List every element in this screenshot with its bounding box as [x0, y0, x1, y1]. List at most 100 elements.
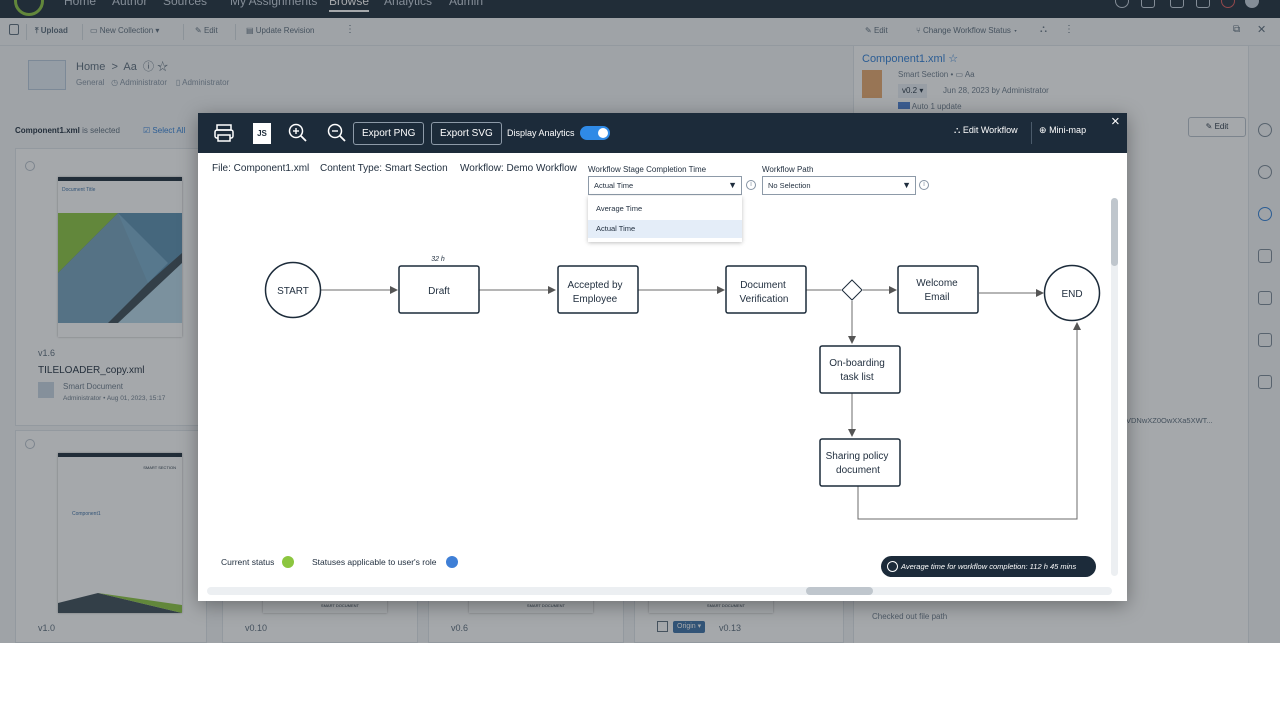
stage-time-info-icon[interactable]: i	[746, 180, 756, 190]
upload-button[interactable]: ⤒ Upload	[35, 26, 68, 35]
vertical-scroll-thumb[interactable]	[1111, 198, 1118, 266]
breadcrumb-current[interactable]: Aa	[123, 61, 137, 73]
welcome-email-node[interactable]: Welcome Email	[897, 265, 979, 314]
current-status-icon	[282, 556, 294, 568]
decision-gateway[interactable]	[841, 279, 863, 301]
breadcrumb-meta: General ◷ Administrator ▯ Administrator	[76, 78, 229, 87]
workflow-icon[interactable]: ⛬	[1040, 24, 1047, 35]
change-workflow-status-button[interactable]: ⑂ Change Workflow Status ▾	[916, 26, 1018, 35]
browse-toolbar: ⤒ Upload ▭ New Collection ▾ ✎ Edit ▤ Upd…	[0, 18, 853, 46]
onboarding-task-list-node[interactable]: On-boarding task list	[819, 345, 901, 394]
sharing-policy-document-node[interactable]: Sharing policy document	[819, 438, 901, 487]
breadcrumb-separator: >	[111, 61, 118, 73]
dropdown-arrow-icon: ▼	[902, 180, 911, 190]
thumbnail-title: Document Title	[62, 187, 96, 193]
print-icon[interactable]	[213, 122, 235, 144]
card-select-checkbox[interactable]	[657, 621, 668, 632]
meta-owner: Administrator	[182, 78, 230, 87]
zoom-in-icon[interactable]	[288, 123, 308, 143]
select-all-button[interactable]: ☑ Select All	[143, 126, 186, 135]
nav-sources[interactable]: Sources	[163, 0, 208, 8]
document-verification-node[interactable]: Document Verification	[725, 265, 807, 314]
option-average-time[interactable]: Average Time	[596, 204, 643, 213]
analytics-icon[interactable]	[1258, 375, 1272, 389]
document-card[interactable]: Document Title v1.6 TILELOADER_copy.xml …	[15, 148, 207, 426]
edit-workflow-button[interactable]: ⛬ Edit Workflow	[954, 125, 1018, 135]
version-select[interactable]: v0.2 ▾	[898, 84, 928, 98]
messages-icon[interactable]	[1196, 0, 1210, 8]
option-actual-time[interactable]: Actual Time	[588, 220, 742, 238]
nav-home[interactable]: Home	[64, 0, 97, 8]
thumbnail-graphic	[58, 593, 182, 613]
card-select-radio[interactable]	[25, 161, 35, 171]
info-icon[interactable]: ⓘ	[143, 61, 155, 73]
display-analytics-toggle[interactable]	[580, 126, 610, 140]
verification-label-line2: Verification	[740, 294, 789, 305]
detail-edit-button[interactable]: ✎ Edit	[865, 26, 888, 35]
card-select-radio[interactable]	[25, 439, 35, 449]
start-node[interactable]: START	[264, 261, 322, 319]
horizontal-scroll-thumb[interactable]	[806, 587, 873, 595]
thumbnail-topbar	[58, 177, 182, 181]
top-navigation: Home Author Sources My Assignments Brows…	[0, 0, 1280, 18]
nav-browse[interactable]: Browse	[329, 0, 370, 12]
onboarding-label-line2: task list	[840, 372, 874, 383]
accepted-by-employee-node[interactable]: Accepted by Employee	[557, 265, 639, 314]
preview-eye-icon[interactable]	[1258, 123, 1272, 137]
open-external-icon[interactable]: ⧉	[1233, 24, 1241, 35]
accepted-label-line1: Accepted by	[567, 280, 622, 291]
sidebar-toggle-icon[interactable]	[9, 24, 19, 35]
nav-admin[interactable]: Admin	[449, 0, 484, 8]
stage-time-dropdown: Average Time Actual Time	[588, 196, 742, 242]
draft-node[interactable]: Draft	[398, 265, 480, 314]
mini-map-button[interactable]: ⊕ Mini-map	[1039, 125, 1087, 135]
more-options-icon[interactable]: ⋮	[345, 24, 355, 35]
edit-button[interactable]: ✎ Edit	[195, 26, 218, 35]
detail-edit-button[interactable]: ✎ Edit	[1188, 117, 1246, 137]
modal-toolbar: JS Export PNG Export SVG Display Analyti…	[198, 113, 1127, 153]
vertical-scrollbar[interactable]	[1111, 198, 1118, 576]
notifications-icon[interactable]	[1141, 0, 1155, 8]
workflow-path-info-icon[interactable]: i	[919, 180, 929, 190]
card-title[interactable]: TILELOADER_copy.xml	[38, 365, 145, 376]
js-export-button[interactable]: JS	[253, 123, 271, 144]
workflow-connectors	[321, 286, 1081, 520]
workflow-path-select[interactable]: No Selection ▼	[762, 176, 916, 195]
document-thumbnail[interactable]: Document Title	[58, 177, 182, 337]
info-panel-icon[interactable]	[1258, 207, 1272, 221]
zoom-out-icon[interactable]	[327, 123, 347, 143]
toolbar-divider	[82, 24, 83, 40]
selection-suffix: is selected	[82, 126, 120, 135]
link-icon[interactable]	[1258, 249, 1272, 263]
thumbnail-type-label: SMART SECTION	[143, 465, 176, 470]
square-icon[interactable]	[1258, 333, 1272, 347]
horizontal-scrollbar[interactable]	[207, 587, 1112, 595]
document-thumbnail[interactable]: SMART SECTION Component1	[58, 453, 182, 613]
breadcrumb-home[interactable]: Home	[76, 61, 106, 73]
nav-author[interactable]: Author	[112, 0, 148, 8]
detail-date: Jun 28, 2023 by Administrator	[943, 86, 1049, 95]
export-png-button[interactable]: Export PNG	[353, 122, 425, 145]
history-icon[interactable]	[1258, 165, 1272, 179]
verification-label-line1: Document	[740, 280, 786, 291]
favorite-star-icon[interactable]: ☆	[948, 53, 959, 65]
draft-label: Draft	[428, 286, 450, 297]
nav-my-assignments[interactable]: My Assignments	[230, 0, 318, 8]
close-panel-icon[interactable]: ✕	[1257, 24, 1267, 36]
start-label: START	[277, 286, 309, 297]
detail-more-icon[interactable]: ⋮	[1064, 24, 1074, 35]
tree-icon[interactable]	[1258, 291, 1272, 305]
meta-admin: Administrator	[119, 78, 168, 87]
tasks-icon[interactable]	[1170, 0, 1184, 8]
star-icon[interactable]: ☆	[157, 61, 169, 73]
update-revision-button[interactable]: ▤ Update Revision	[246, 26, 315, 35]
document-card[interactable]: SMART SECTION Component1 v1.0	[15, 430, 207, 643]
new-collection-button[interactable]: ▭ New Collection ▾	[90, 26, 160, 35]
clock-icon: ◷	[111, 78, 119, 87]
origin-badge[interactable]: Origin ▾	[673, 621, 706, 633]
nav-analytics[interactable]: Analytics	[384, 0, 433, 8]
end-node[interactable]: END	[1043, 264, 1101, 322]
stage-time-select[interactable]: Actual Time ▼	[588, 176, 742, 195]
close-modal-icon[interactable]: ×	[1111, 113, 1120, 130]
export-svg-button[interactable]: Export SVG	[431, 122, 502, 145]
